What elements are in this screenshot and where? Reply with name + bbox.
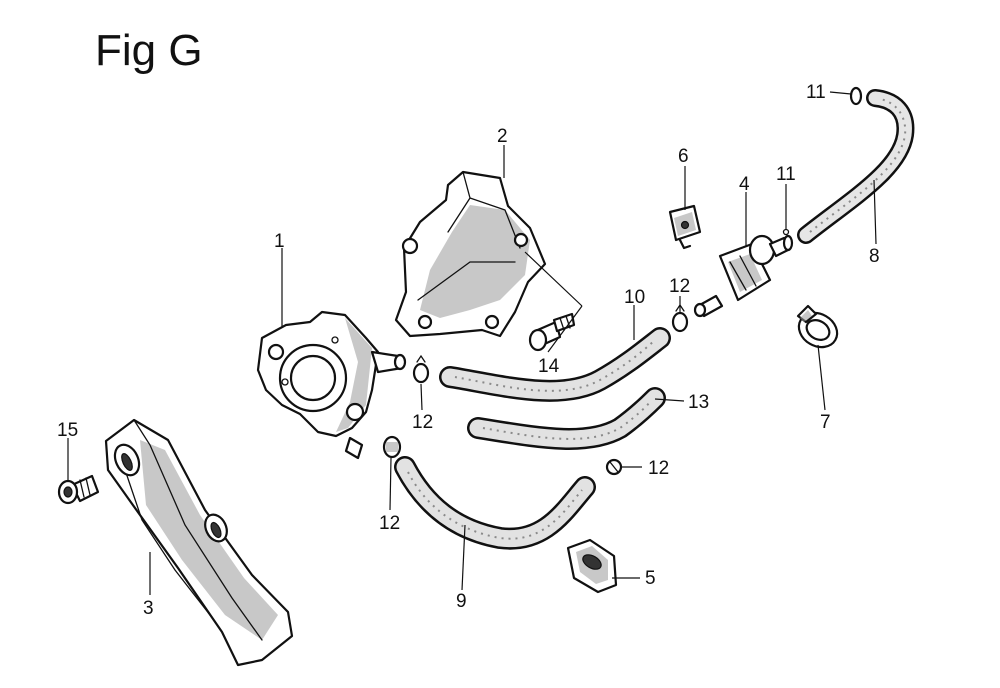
callout-6: 6 (678, 146, 689, 167)
part-2-heat-guard (394, 170, 547, 338)
callout-12-a: 12 (412, 412, 433, 433)
callout-8: 8 (869, 246, 880, 267)
callout-11-lower: 11 (776, 164, 796, 185)
part-13-fuel-hose (467, 387, 666, 450)
part-10-fuel-hose (439, 327, 671, 402)
part-12-clip-a (412, 354, 430, 384)
callout-12-d: 12 (648, 458, 669, 479)
callout-labels: 1 2 3 4 5 6 7 8 9 10 11 11 12 12 12 12 1… (57, 82, 880, 619)
part-3-mounting-bracket (104, 418, 294, 667)
callout-15: 15 (57, 420, 78, 441)
part-7-hose-clamp (796, 304, 839, 349)
part-5-grommet (566, 538, 618, 594)
part-11-clip-lower (782, 228, 794, 252)
callout-1: 1 (274, 231, 285, 252)
figure-title: Fig G (95, 26, 203, 75)
part-9-fuel-hose (394, 456, 596, 550)
callout-9: 9 (456, 591, 467, 612)
part-12-clip-b (382, 435, 402, 459)
callout-13: 13 (688, 392, 709, 413)
callout-11-upper: 11 (806, 82, 826, 103)
part-6-clip (668, 204, 702, 250)
part-11-clip-upper (849, 86, 863, 106)
part-14-bolt (528, 312, 576, 352)
part-15-flange-bolt (57, 474, 100, 505)
part-8-fuel-hose (797, 89, 915, 244)
callout-2: 2 (497, 126, 508, 147)
leader-lines (67, 91, 877, 595)
callout-12-b: 12 (379, 513, 400, 534)
callout-4: 4 (739, 174, 750, 195)
callout-7: 7 (820, 412, 831, 433)
callout-3: 3 (143, 598, 154, 619)
callout-5: 5 (645, 568, 656, 589)
callout-10: 10 (624, 287, 645, 308)
callout-14: 14 (538, 356, 560, 377)
part-1-insulator-flange (256, 310, 407, 460)
part-4-fuel-filter (693, 234, 790, 318)
part-12-clip-d (605, 458, 623, 476)
callout-12-c: 12 (669, 276, 690, 297)
